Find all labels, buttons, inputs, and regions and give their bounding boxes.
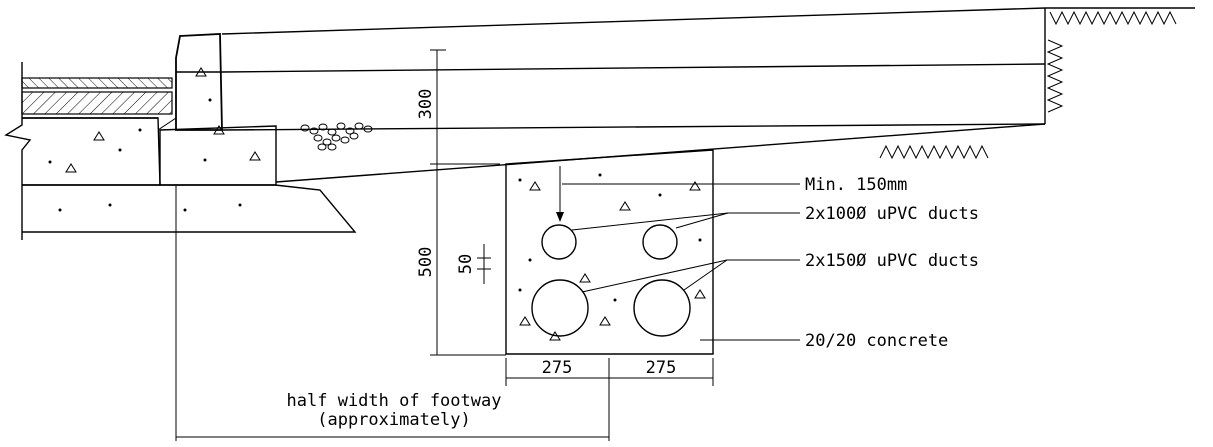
leader-lines — [556, 166, 800, 341]
road-edge — [4, 62, 173, 240]
dim-surround-depth: 500 — [416, 247, 436, 278]
small-duct-right — [642, 224, 678, 260]
dim-duct-gap: 50 — [456, 254, 476, 274]
concrete-surround — [505, 149, 714, 355]
large-duct-left — [531, 279, 589, 337]
aggregate-marks — [48, 67, 261, 212]
label-large-ducts: 2x150Ø uPVC ducts — [805, 251, 979, 271]
large-duct-right — [633, 279, 691, 337]
small-duct-left — [541, 224, 577, 260]
gravel-cluster — [300, 122, 373, 151]
footway-layers — [221, 7, 1195, 183]
dimension-lines — [175, 49, 714, 441]
dim-spacing-left: 275 — [542, 358, 573, 378]
kerb — [157, 33, 277, 186]
label-min-cover: Min. 150mm — [805, 175, 907, 195]
label-small-ducts: 2x100Ø uPVC ducts — [805, 204, 979, 224]
label-footway-width: half width of footway — [287, 391, 502, 411]
label-concrete: 20/20 concrete — [805, 331, 948, 351]
surface-course — [21, 77, 173, 89]
road-base — [22, 117, 357, 233]
ground-hatching — [879, 10, 1177, 160]
dim-spacing-right: 275 — [646, 358, 677, 378]
label-footway-approx: (approximately) — [317, 410, 471, 430]
binder-course — [21, 91, 173, 115]
dim-layer-depth: 300 — [416, 89, 436, 120]
